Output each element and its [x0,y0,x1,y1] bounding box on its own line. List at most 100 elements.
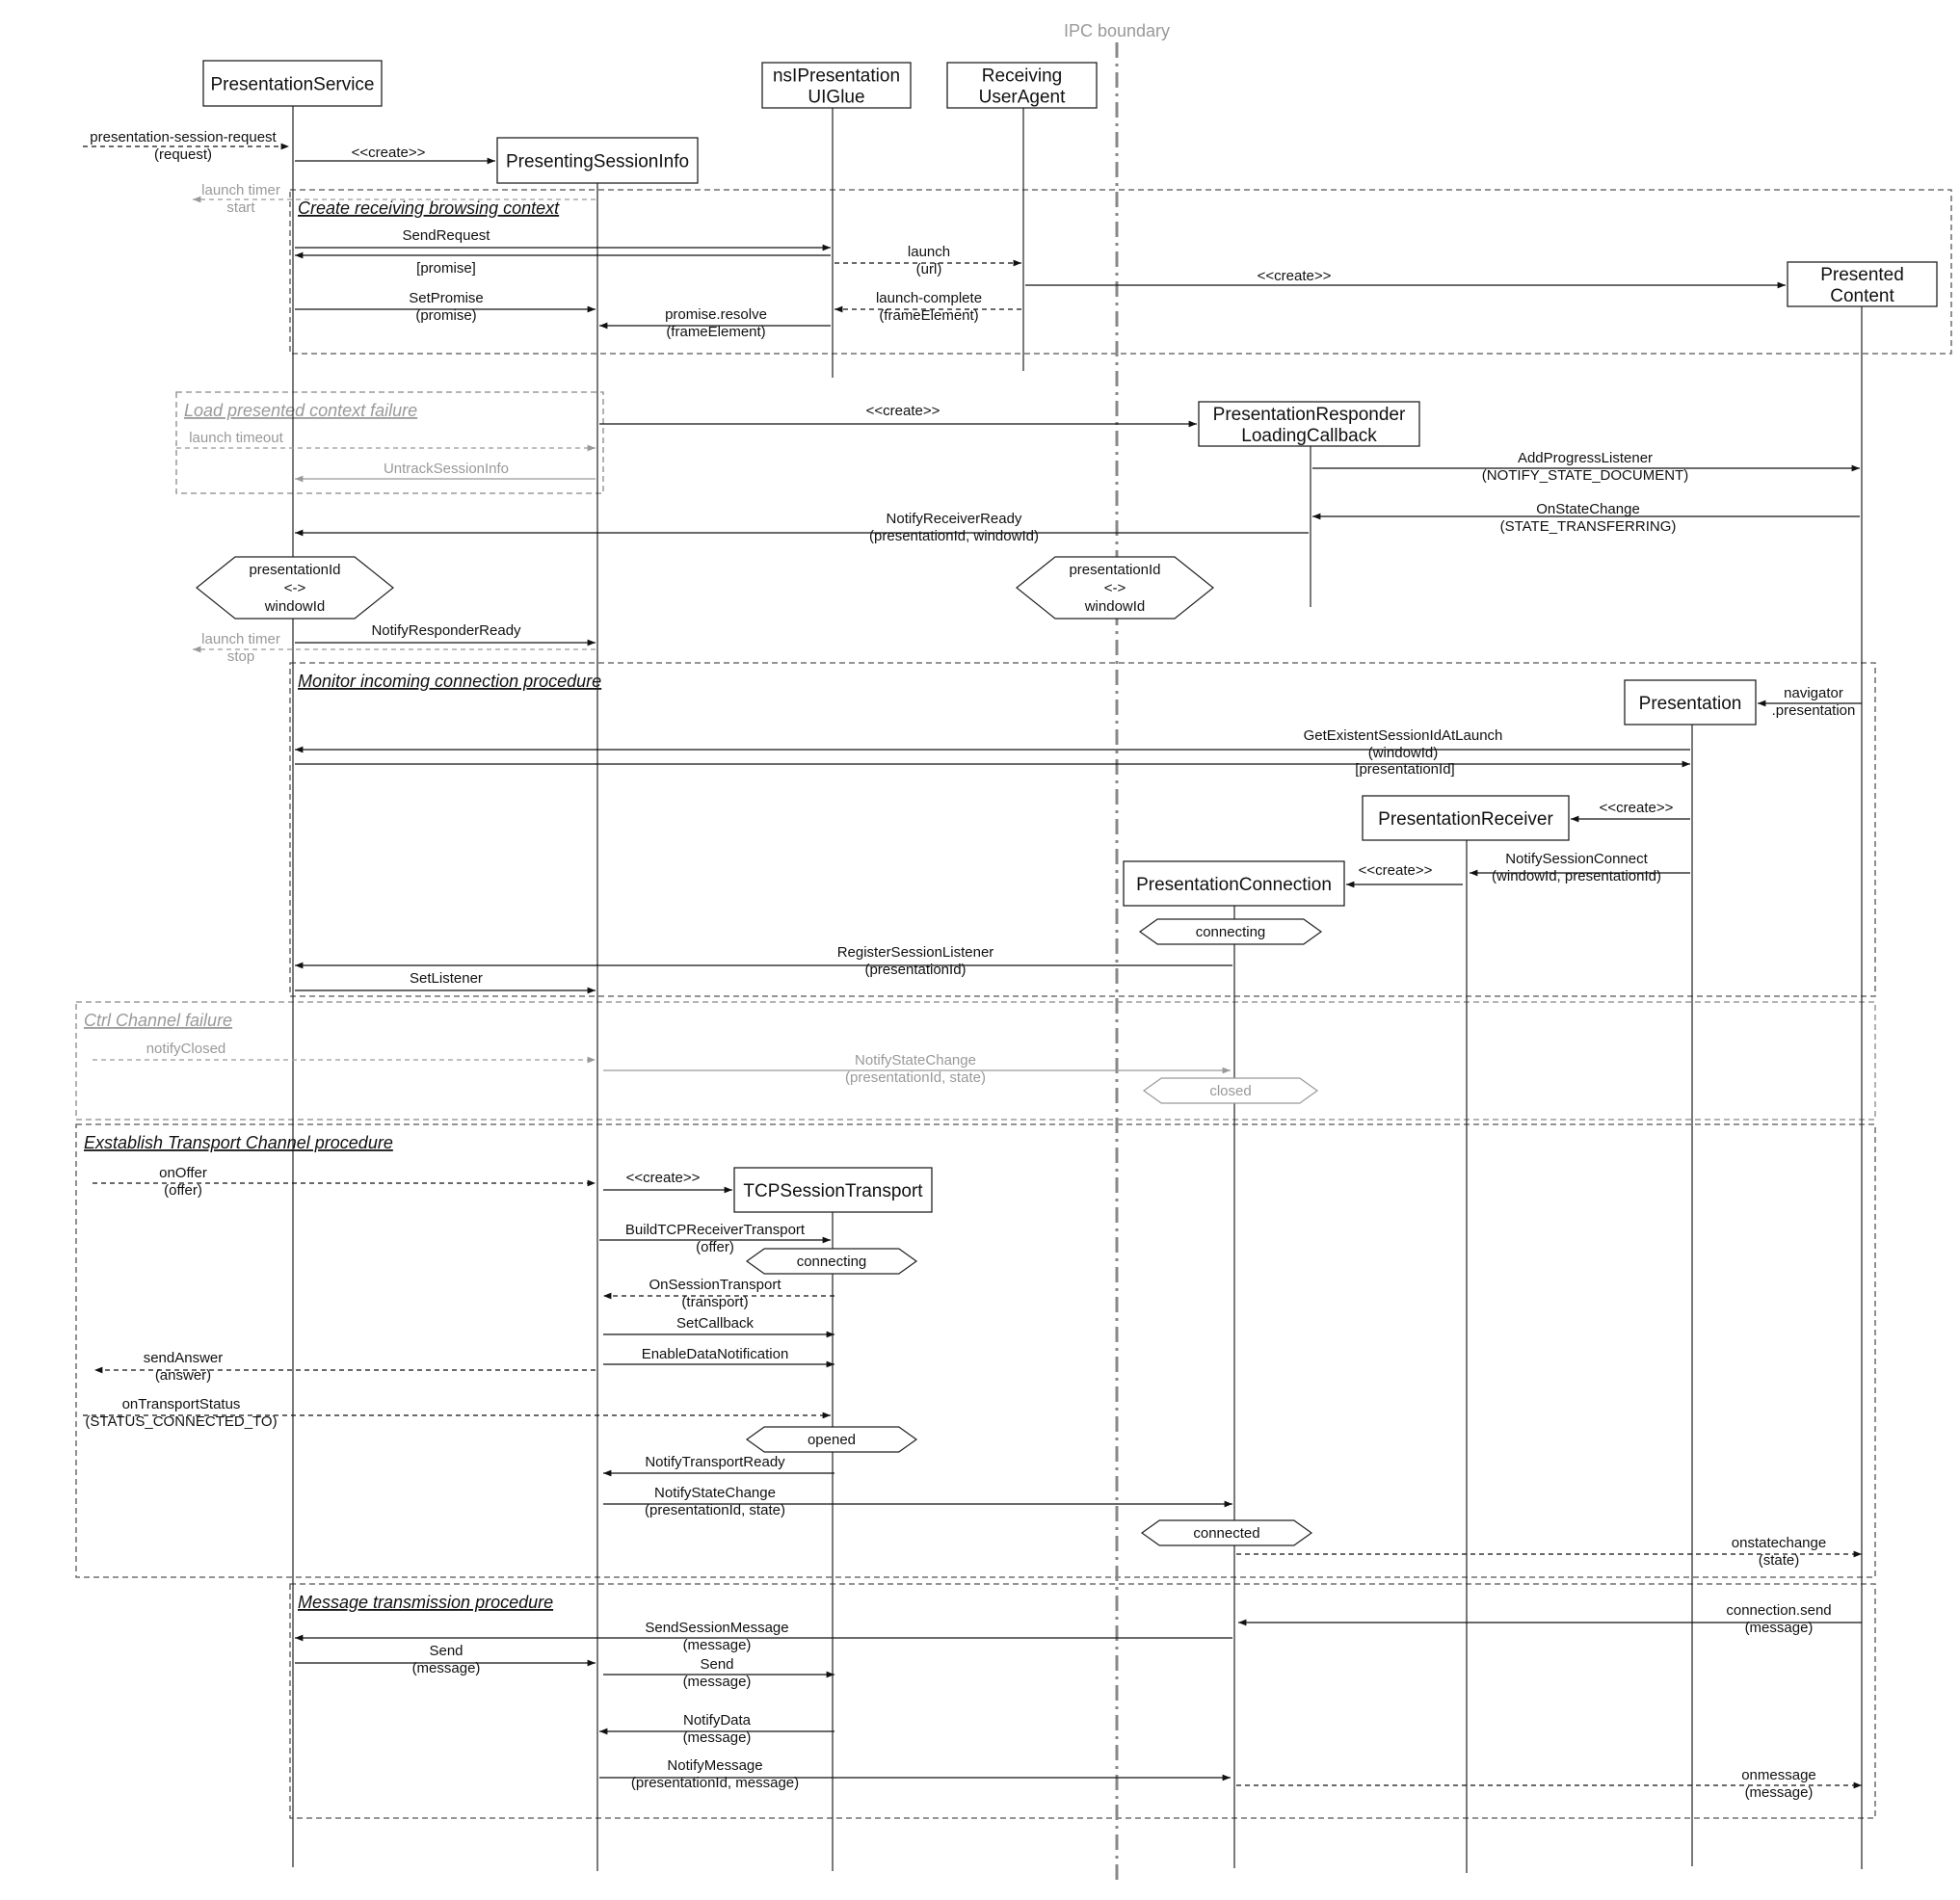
participant-label: nsIPresentation [773,66,900,87]
participant-label: PresentingSessionInfo [506,152,689,172]
participant-presenting-session-info: PresentingSessionInfo [496,137,699,184]
state-conn-closed: closed [1142,1077,1319,1104]
message-on-offer: onOffer(offer) [93,1165,596,1199]
frame-title: Load presented context failure [184,401,417,420]
message-label: NotifySessionConnect [1505,851,1648,867]
frame-message-transmission: Message transmission procedure [289,1583,1876,1819]
message-send-answer: sendAnswer(answer) [94,1350,596,1384]
message-label: SetListener [410,970,483,987]
message-create-content: <<create>> [1025,268,1786,289]
frame-title: Create receiving browsing context [298,198,560,218]
frame-establish-transport: Exstablish Transport Channel procedure [75,1123,1876,1578]
state-label: connecting [1196,924,1266,940]
message-label: (message) [683,1674,752,1690]
state-label: presentationId [249,562,340,578]
message-label: (message) [412,1660,481,1676]
message-set-promise: SetPromise(promise) [295,290,596,324]
message-label: launch timer [201,182,280,198]
message-label: onOffer [159,1165,207,1181]
message-launch-timeout: launch timeout [176,430,596,452]
message-label: NotifyStateChange [654,1485,776,1501]
message-on-transport-status: onTransportStatus(STATUS_CONNECTED_TO) [83,1396,831,1430]
message-label: SetCallback [676,1315,755,1332]
state-conn-connecting: connecting [1138,918,1323,945]
message-label: (transport) [681,1294,748,1310]
frame-title: Exstablish Transport Channel procedure [84,1133,393,1152]
message-label: (STATE_TRANSFERRING) [1500,518,1677,535]
message-label: (STATUS_CONNECTED_TO) [85,1413,277,1430]
states-layer: presentationId<->windowIdpresentationId<… [196,556,1323,1546]
message-label: (message) [1745,1784,1814,1801]
message-enable-data: EnableDataNotification [603,1346,834,1368]
message-label: connection.send [1726,1602,1831,1619]
message-notify-closed: notifyClosed [93,1041,596,1064]
message-label: (offer) [696,1239,734,1255]
state-label: windowId [1084,598,1146,615]
message-label: (frameElement) [879,307,978,324]
participant-label: Presentation [1639,694,1742,714]
message-on-session-transport: OnSessionTransport(transport) [603,1277,834,1310]
message-notify-receiver-ready: NotifyReceiverReady(presentationId, wind… [295,511,1309,544]
message-label: NotifyTransportReady [645,1454,785,1470]
message-notify-session-connect: NotifySessionConnect(windowId, presentat… [1470,851,1690,884]
message-label: (request) [154,146,212,163]
message-get-existent: GetExistentSessionIdAtLaunch(windowId) [295,727,1690,761]
state-mapping-left: presentationId<->windowId [196,556,394,620]
message-label: (presentationId) [864,962,966,978]
state-label: opened [808,1432,856,1448]
message-label: sendAnswer [144,1350,224,1366]
participant-presentation-service: PresentationService [202,60,383,107]
message-send-request: SendRequest [295,227,831,251]
frame-title: Message transmission procedure [298,1593,553,1612]
frame-create-context: Create receiving browsing context [289,189,1952,355]
participant-presentation: Presentation [1624,679,1757,726]
message-label: <<create>> [866,403,940,419]
message-label: (url) [916,261,942,277]
state-tcp-opened: opened [745,1426,918,1453]
participant-label: LoadingCallback [1241,426,1377,446]
message-label: SendRequest [403,227,491,244]
message-label: presentation-session-request [90,129,277,145]
participant-presentation-connection: PresentationConnection [1123,860,1345,907]
state-label: connected [1193,1525,1259,1542]
participant-label: PresentationService [210,75,374,95]
ipc-boundary-label: IPC boundary [1064,21,1170,40]
message-label: [promise] [416,260,476,277]
messages-layer: presentation-session-request(request) <<c… [83,129,1862,1801]
message-notify-transport-ready: NotifyTransportReady [603,1454,834,1477]
message-untrack: UntrackSessionInfo [295,461,596,483]
message-label: GetExistentSessionIdAtLaunch [1304,727,1503,744]
participant-label: UIGlue [808,88,864,108]
participant-label: PresentationResponder [1213,405,1406,425]
message-label: Send [429,1643,463,1659]
message-label: OnSessionTransport [649,1277,781,1293]
frame-ctrl-failure: Ctrl Channel failure [75,1001,1876,1121]
state-label: <-> [284,580,306,596]
message-label: stop [227,648,254,665]
message-create-receiver: <<create>> [1571,800,1690,823]
message-label: AddProgressListener [1518,450,1653,466]
participant-label: Presented [1820,265,1904,285]
message-label: onmessage [1741,1767,1816,1783]
message-label: NotifyData [683,1712,752,1728]
message-launch: launch(url) [834,244,1021,277]
message-label: promise.resolve [665,306,767,323]
message-label: (message) [1745,1620,1814,1636]
participant-label: Content [1830,286,1894,306]
message-notify-data: NotifyData(message) [599,1712,834,1746]
state-mapping-right: presentationId<->windowId [1016,556,1214,620]
message-label: (state) [1759,1552,1800,1569]
message-label: (windowId, presentationId) [1492,868,1661,884]
message-label: (windowId) [1368,745,1439,761]
message-onmessage: onmessage(message) [1236,1767,1862,1801]
message-send-session-message: SendSessionMessage(message) [295,1620,1232,1653]
state-tcp-connecting: connecting [745,1248,918,1275]
message-label: notifyClosed [146,1041,226,1057]
message-session-request: presentation-session-request(request) [83,129,289,163]
message-label: <<create>> [352,145,426,161]
